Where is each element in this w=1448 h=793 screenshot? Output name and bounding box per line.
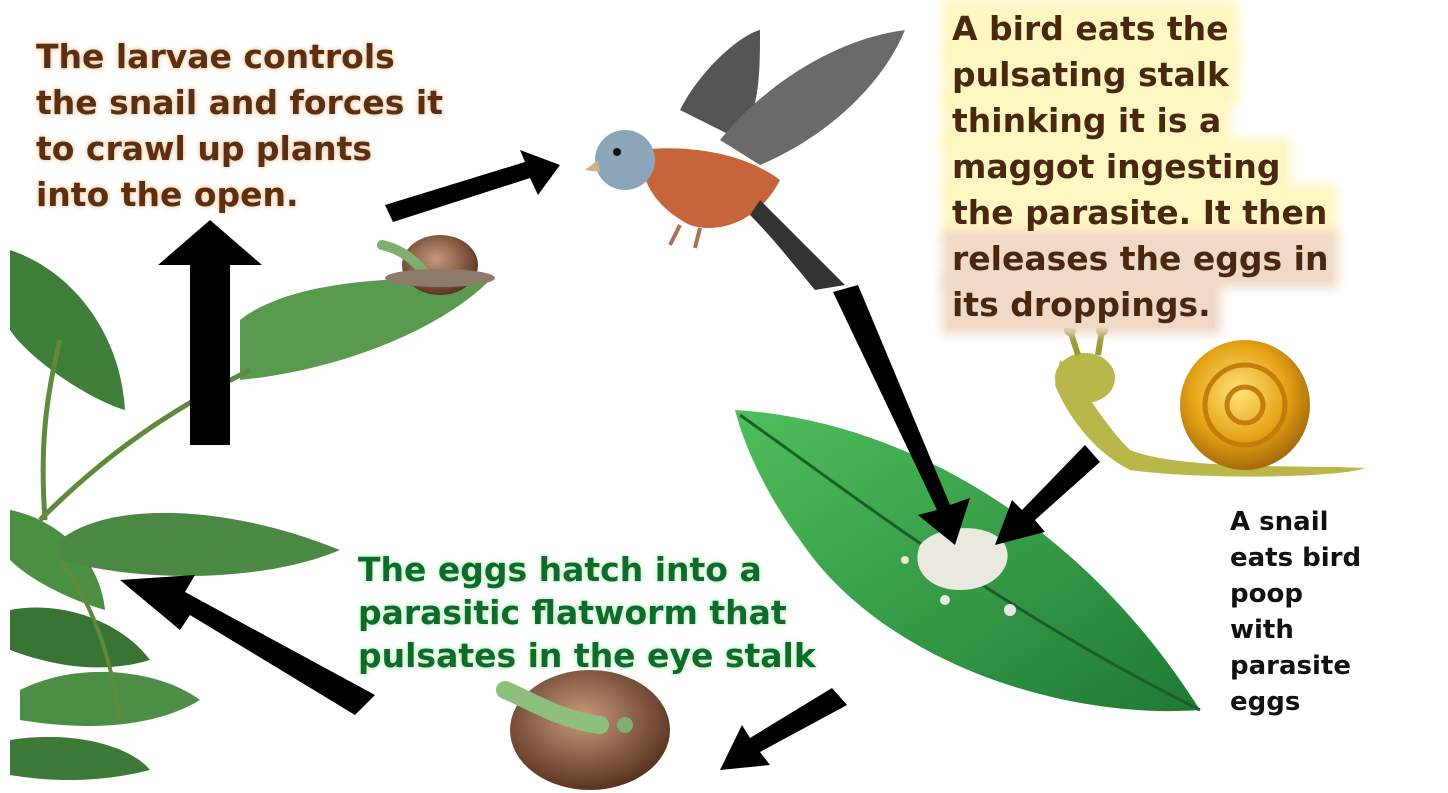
eggs-hatch-text: The eggs hatch into a parasitic flatworm… [358,548,816,677]
larvae-line: to crawl up plants [36,126,443,172]
bird-line: releases the eggs in [948,236,1332,282]
arrow-snail-to-leaf [995,445,1100,545]
snail-line: with [1230,612,1361,648]
bird-line: its droppings. [948,282,1215,328]
snail-line: parasite [1230,648,1361,684]
bird-line: A bird eats the [948,6,1233,52]
bird-line: maggot ingesting [948,144,1285,190]
larvae-control-text: The larvae controls the snail and forces… [36,34,443,218]
snail-eats-text: A snail eats bird poop with parasite egg… [1230,504,1361,720]
larvae-line: The larvae controls [36,34,443,80]
eggs-line: parasitic flatworm that [358,591,816,634]
plant-icon [10,250,490,780]
arrow-leaf-to-snail [720,688,847,770]
bird-icon [585,30,905,290]
snail-line: poop [1230,576,1361,612]
snail-line: A snail [1230,504,1361,540]
infected-snail-icon [505,670,670,790]
larvae-line: the snail and forces it [36,80,443,126]
bird-line: the parasite. It then [948,190,1331,236]
snail-line: eats bird [1230,540,1361,576]
larvae-line: into the open. [36,172,443,218]
bird-line: pulsating stalk [948,52,1233,98]
eggs-line: The eggs hatch into a [358,548,816,591]
snail-line: eggs [1230,684,1361,720]
bird-eats-text: A bird eats the pulsating stalk thinking… [948,6,1332,328]
bird-line: thinking it is a [948,98,1225,144]
eggs-line: pulsates in the eye stalk [358,634,816,677]
snail-icon [1055,324,1365,477]
